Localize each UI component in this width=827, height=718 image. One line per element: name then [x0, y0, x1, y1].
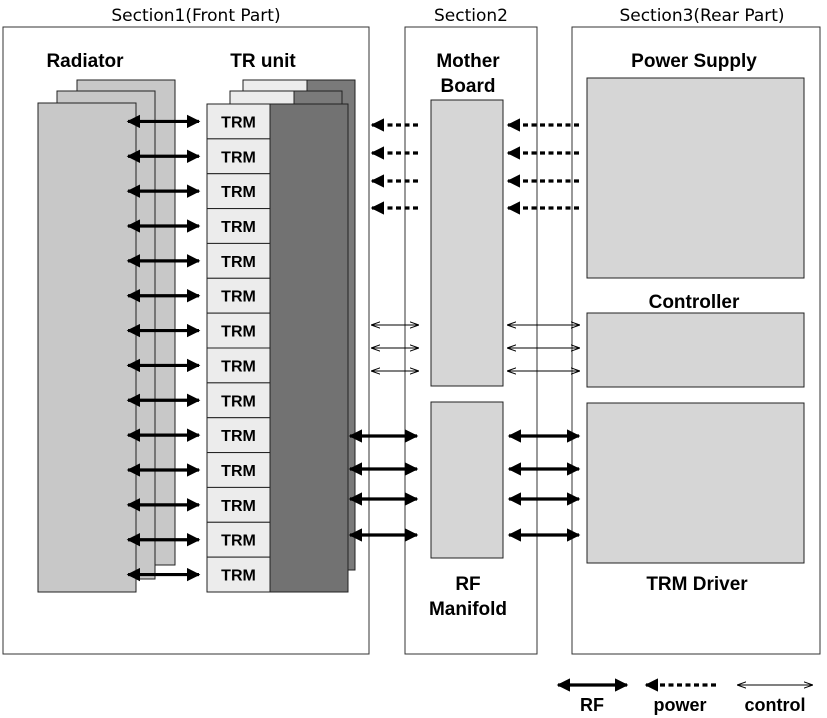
trm-module-box	[206, 208, 271, 244]
trm-module-11: TRM	[206, 452, 271, 488]
section3-title: Section3(Rear Part)	[619, 6, 784, 26]
power-arrows	[370, 118, 579, 215]
rf-manifold-box	[430, 401, 504, 559]
trm-driver-box	[586, 402, 805, 564]
mother-board-box	[430, 99, 504, 387]
trm-module-8: TRM	[206, 347, 271, 384]
legend-control-label: control	[745, 695, 806, 715]
radiator-panel-front	[37, 102, 137, 593]
tr-unit-label: TR unit	[230, 51, 296, 72]
mother-board-label-line2: Board	[441, 76, 496, 97]
rf-manifold-label-line2: Manifold	[429, 599, 507, 620]
mother-board-label-line1: Mother	[436, 51, 500, 72]
trm-module-1: TRM	[206, 103, 271, 140]
trm-module-label: TRM	[221, 393, 256, 410]
trm-module-label: TRM	[221, 149, 256, 166]
trm-module-4: TRM	[206, 208, 271, 244]
radiator-label: Radiator	[46, 51, 124, 72]
radiator-rf-arrows	[126, 114, 201, 582]
power-supply-box	[586, 77, 805, 279]
tr-unit-front-plate	[269, 103, 349, 593]
controller-box	[586, 312, 805, 388]
section2-title: Section2	[434, 6, 508, 26]
rf-arrows	[348, 429, 581, 542]
controller-label: Controller	[649, 292, 740, 313]
trm-module-7: TRM	[206, 312, 271, 349]
trm-module-box	[206, 347, 271, 384]
trm-module-14: TRM	[206, 556, 271, 593]
trm-module-label: TRM	[221, 428, 256, 445]
trm-module-box	[206, 312, 271, 349]
trm-module-label: TRM	[221, 498, 256, 515]
trm-module-9: TRM	[206, 382, 271, 419]
trm-module-12: TRM	[206, 486, 271, 523]
trm-module-label: TRM	[221, 184, 256, 201]
trm-module-13: TRM	[206, 521, 271, 558]
trm-module-box	[206, 452, 271, 488]
legend: RF power control	[556, 678, 812, 715]
trm-module-2: TRM	[206, 138, 271, 175]
trm-module-10: TRM	[206, 417, 271, 454]
trm-module-label: TRM	[221, 358, 256, 375]
trm-module-label: TRM	[221, 289, 256, 306]
power-supply-label: Power Supply	[631, 51, 757, 72]
trm-module-box	[206, 417, 271, 454]
trm-module-box	[206, 521, 271, 558]
trm-module-label: TRM	[221, 219, 256, 236]
section1-title: Section1(Front Part)	[111, 6, 280, 26]
trm-module-box	[206, 556, 271, 593]
trm-module-label: TRM	[221, 324, 256, 341]
trm-module-6: TRM	[206, 277, 271, 314]
trm-module-label: TRM	[221, 114, 256, 131]
trm-module-label: TRM	[221, 254, 256, 271]
control-arrows	[372, 325, 579, 371]
trm-module-label: TRM	[221, 533, 256, 550]
trm-module-5: TRM	[206, 242, 271, 279]
legend-power-label: power	[653, 695, 706, 715]
trm-module-box	[206, 382, 271, 419]
trm-module-box	[206, 103, 271, 140]
rf-manifold-label-line1: RF	[455, 574, 480, 595]
trm-module-box	[206, 242, 271, 279]
trm-module-box	[206, 138, 271, 175]
trm-driver-label: TRM Driver	[646, 574, 748, 595]
trm-module-label: TRM	[221, 568, 256, 585]
trm-module-3: TRM	[206, 173, 271, 210]
trm-module-label: TRM	[221, 463, 256, 480]
trm-module-box	[206, 277, 271, 314]
legend-rf-label: RF	[580, 695, 604, 715]
